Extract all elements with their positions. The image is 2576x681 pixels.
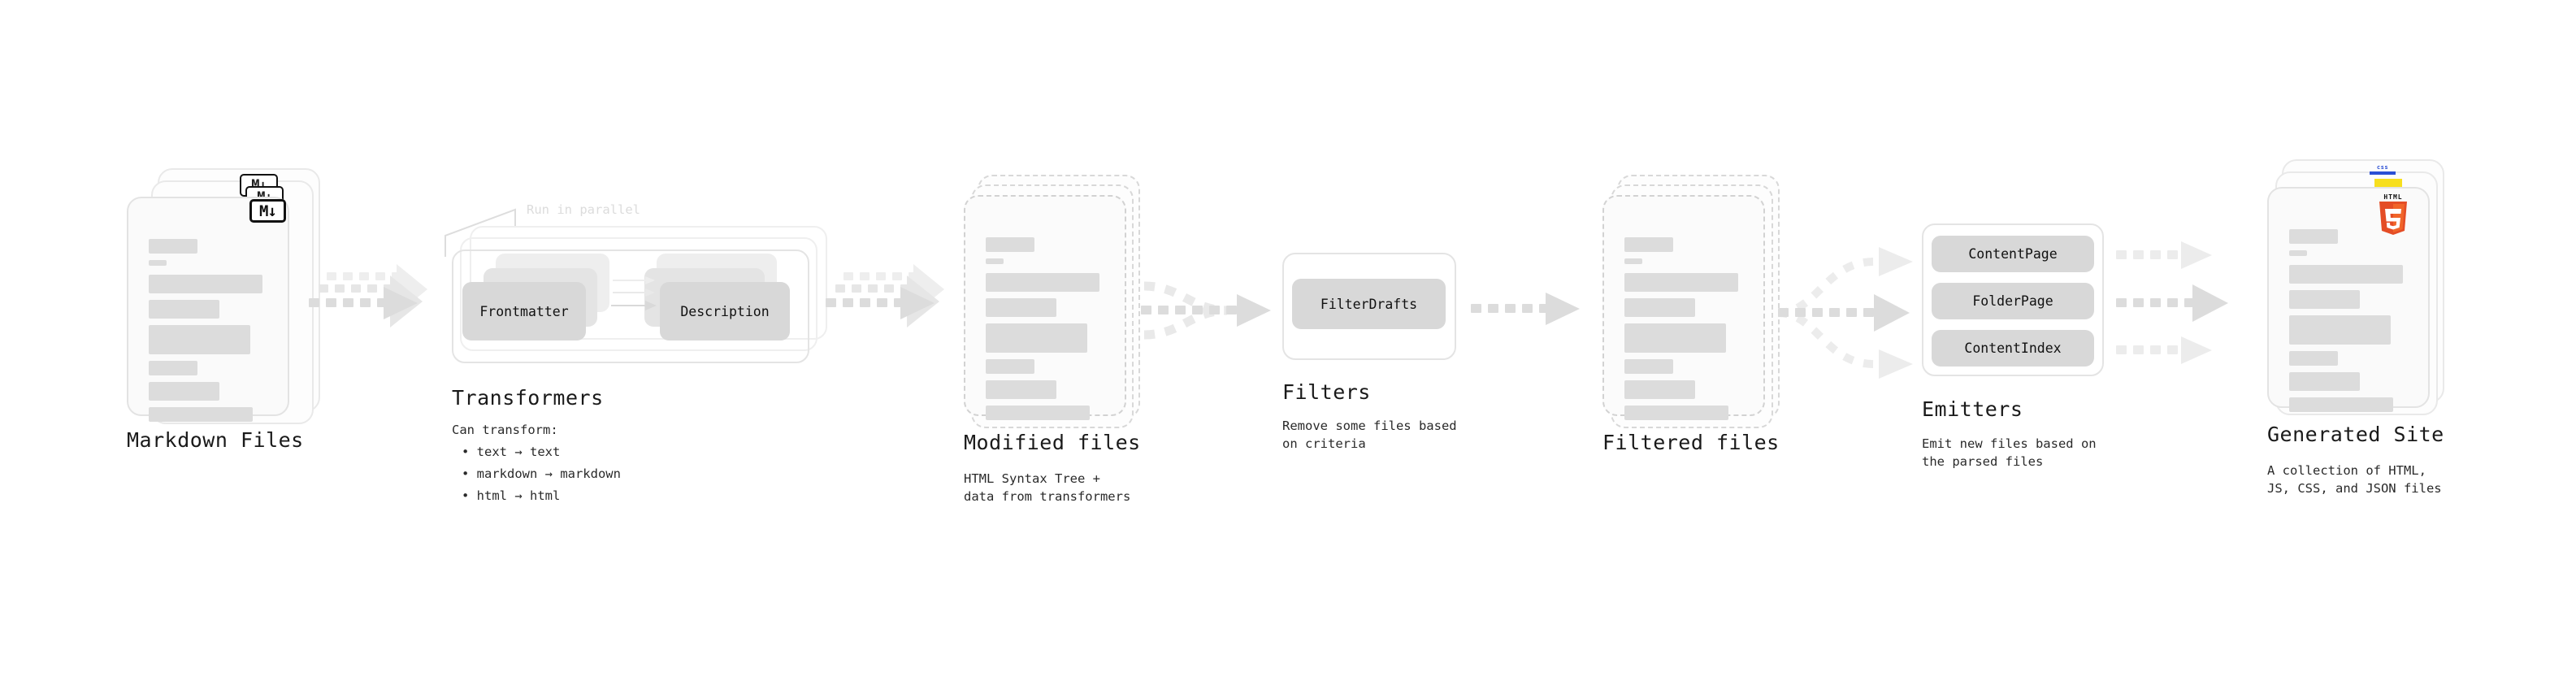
css3-icon: css [2370, 164, 2396, 176]
emitters-title: Emitters [1922, 397, 2023, 421]
css3-icon-label: css [2376, 164, 2389, 171]
skeleton-line [986, 298, 1056, 317]
arrow-filters-to-filtered [1471, 293, 1580, 325]
skeleton-line [149, 382, 219, 401]
skeleton-line [149, 260, 167, 266]
css3-icon-bar [2370, 171, 2396, 175]
filtered-file-card [1602, 195, 1765, 420]
emitter-node-contentpage[interactable]: ContentPage [1932, 236, 2094, 272]
transformers-desc-item-2: • markdown → markdown [462, 466, 621, 481]
arrow-filtered-to-emitters [1777, 247, 1913, 379]
skeleton-line [2289, 372, 2360, 391]
skeleton-line [2289, 351, 2338, 366]
transformer-group-ghost-mid [460, 237, 817, 351]
skeleton-line [1624, 406, 1728, 420]
markdown-file-card [127, 197, 289, 422]
modified-file-card [964, 195, 1126, 420]
skeleton-line [1624, 273, 1738, 292]
skeleton-line [149, 407, 253, 422]
skeleton-line [986, 380, 1056, 399]
skeleton-line [986, 323, 1087, 353]
html5-icon-label: HTML [2383, 193, 2403, 201]
skeleton-line [2289, 290, 2360, 309]
transformers-desc-head: Can transform: [452, 423, 558, 437]
run-in-parallel-label: Run in parallel [527, 202, 640, 217]
skeleton-line [149, 239, 197, 254]
transformer-internal-arrows [611, 276, 657, 310]
transformers-desc-item-3: • html → html [462, 488, 561, 503]
transformers-desc-item-1: • text → text [462, 445, 561, 459]
emitters-desc: Emit new files based on the parsed files [1922, 436, 2097, 470]
filter-node-filterdrafts[interactable]: FilterDrafts [1292, 279, 1446, 329]
skeleton-line [1624, 359, 1673, 374]
skeleton-line [2289, 250, 2307, 256]
transformer-node-frontmatter[interactable]: Frontmatter [462, 282, 586, 340]
skeleton-line [1624, 298, 1695, 317]
arrow-modified-to-filters [1141, 281, 1271, 340]
arrow-transformers-to-modified [826, 264, 944, 327]
modified-files-desc: HTML Syntax Tree + data from transformer… [964, 471, 1131, 505]
transformers-box [452, 249, 809, 363]
skeleton-line [986, 258, 1004, 264]
skeleton-line [2289, 265, 2403, 284]
emitter-node-folderpage[interactable]: FolderPage [1932, 283, 2094, 319]
skeleton-line [2289, 315, 2391, 345]
skeleton-line [149, 300, 219, 319]
skeleton-line [1624, 380, 1695, 399]
filters-title: Filters [1282, 380, 1371, 404]
skeleton-line [1624, 258, 1642, 264]
markdown-icon-glyph: M↓ [259, 202, 277, 220]
skeleton-line [149, 325, 250, 354]
skeleton-line [986, 359, 1034, 374]
modified-files-title: Modified files [964, 431, 1141, 454]
html5-icon: HTML [2377, 193, 2409, 236]
skeleton-line [986, 406, 1090, 420]
skeleton-line [2289, 229, 2338, 244]
run-in-parallel-bracket [445, 208, 516, 257]
markdown-icon: M↓ [249, 199, 286, 223]
skeleton-line [986, 273, 1099, 292]
markdown-files-title: Markdown Files [127, 428, 304, 452]
transformers-title: Transformers [452, 386, 604, 410]
emitter-node-contentindex[interactable]: ContentIndex [1932, 330, 2094, 367]
arrow-markdown-to-transformers [309, 264, 427, 327]
generated-site-title: Generated Site [2267, 423, 2444, 446]
skeleton-line [149, 275, 262, 293]
skeleton-line [149, 361, 197, 375]
filtered-files-title: Filtered files [1602, 431, 1780, 454]
generated-site-desc: A collection of HTML, JS, CSS, and JSON … [2267, 463, 2442, 497]
skeleton-line [1624, 237, 1673, 252]
arrow-emitters-to-site [2116, 241, 2228, 364]
transformer-node-description[interactable]: Description [660, 282, 790, 340]
skeleton-line [1624, 323, 1726, 353]
skeleton-line [2289, 397, 2393, 412]
filters-desc: Remove some files based on criteria [1282, 419, 1457, 452]
skeleton-line [986, 237, 1034, 252]
